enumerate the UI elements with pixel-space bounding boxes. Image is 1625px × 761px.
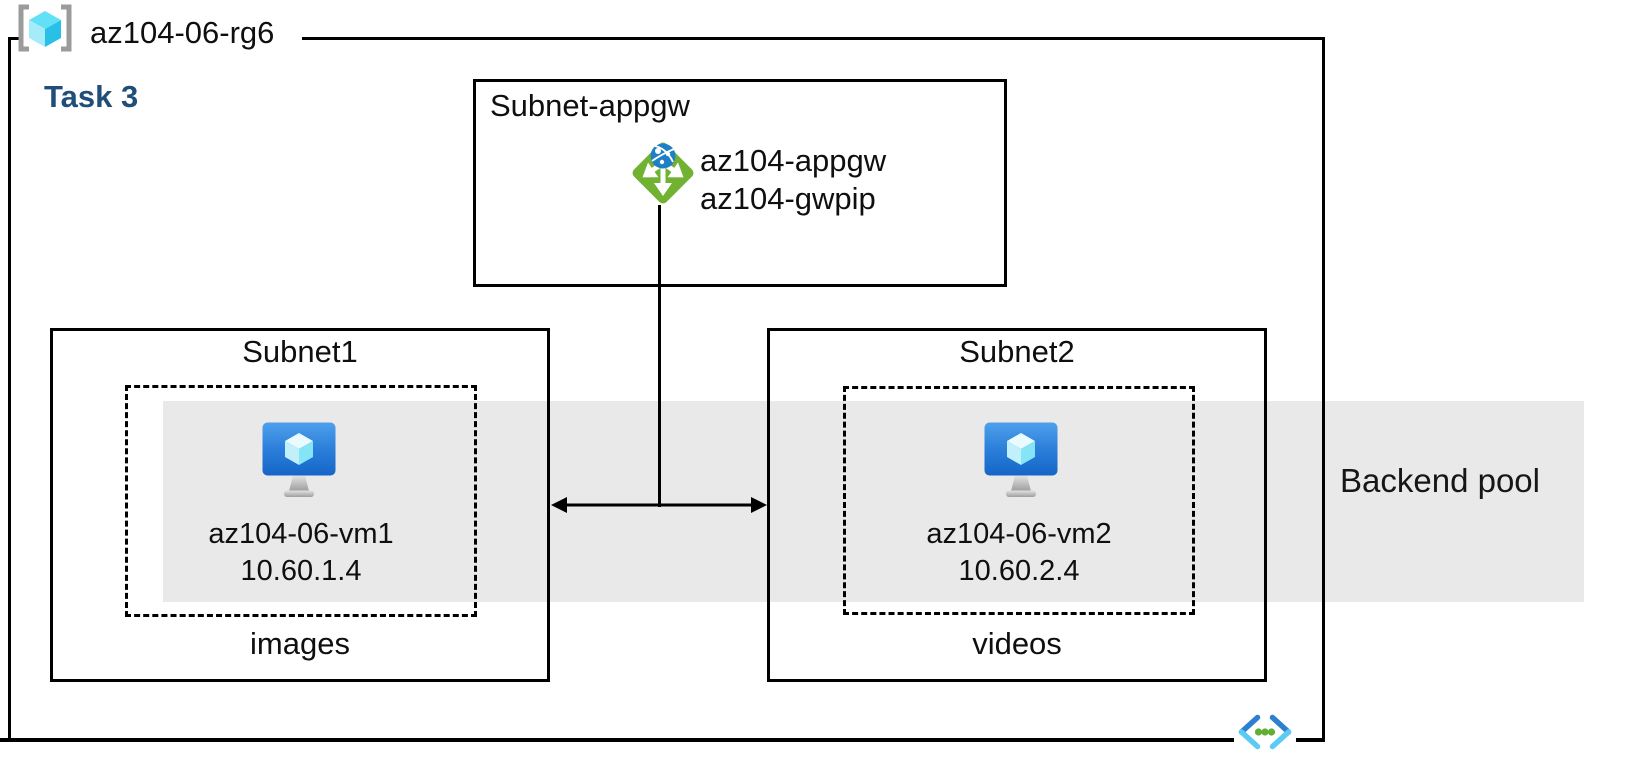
- task-label: Task 3: [44, 79, 139, 114]
- vm2-name: az104-06-vm2: [926, 518, 1112, 550]
- application-gateway-pip: az104-gwpip: [700, 181, 876, 216]
- resource-group-border-top: [302, 37, 1325, 40]
- backend-pool-label: Backend pool: [1340, 462, 1540, 499]
- vm1-ip: 10.60.1.4: [240, 555, 362, 587]
- subnet-appgw-box: [473, 79, 1007, 287]
- subnet-double-arrow: [551, 497, 767, 513]
- subnet2-app-label: videos: [972, 626, 1062, 661]
- subnet1-app-label: images: [250, 626, 350, 661]
- subnet2-dashed-group: [843, 386, 1195, 615]
- subnet2-title: Subnet2: [959, 334, 1075, 369]
- application-gateway-labels: az104-appgw az104-gwpip: [700, 142, 886, 218]
- subnet2-box: [767, 328, 1267, 682]
- vm1-name: az104-06-vm1: [208, 518, 394, 550]
- resource-group-label: az104-06-rg6: [90, 15, 275, 50]
- resource-group-border-left: [8, 37, 11, 741]
- vm2-ip: 10.60.2.4: [958, 555, 1080, 587]
- subnet1-title: Subnet1: [242, 334, 358, 369]
- subnet-appgw-title: Subnet-appgw: [490, 88, 690, 123]
- backend-pool-band: [163, 401, 1584, 602]
- resource-group-border-right: [1322, 37, 1325, 741]
- vm2-text: az104-06-vm2 10.60.2.4: [843, 516, 1195, 590]
- virtual-machine-icon: [262, 422, 336, 497]
- virtual-machine-icon: [984, 422, 1058, 497]
- resource-group-border-top-stub: [8, 37, 20, 40]
- gateway-connector-line: [658, 205, 661, 507]
- application-gateway-icon: [632, 142, 694, 204]
- resource-group-border-bottom: [0, 738, 1325, 742]
- resource-group-icon: [18, 4, 72, 52]
- subnet1-box: [50, 328, 550, 682]
- application-gateway-name: az104-appgw: [700, 143, 887, 178]
- code-icon: [1234, 711, 1296, 754]
- vm1-text: az104-06-vm1 10.60.1.4: [125, 516, 477, 590]
- subnet1-dashed-group: [125, 385, 477, 617]
